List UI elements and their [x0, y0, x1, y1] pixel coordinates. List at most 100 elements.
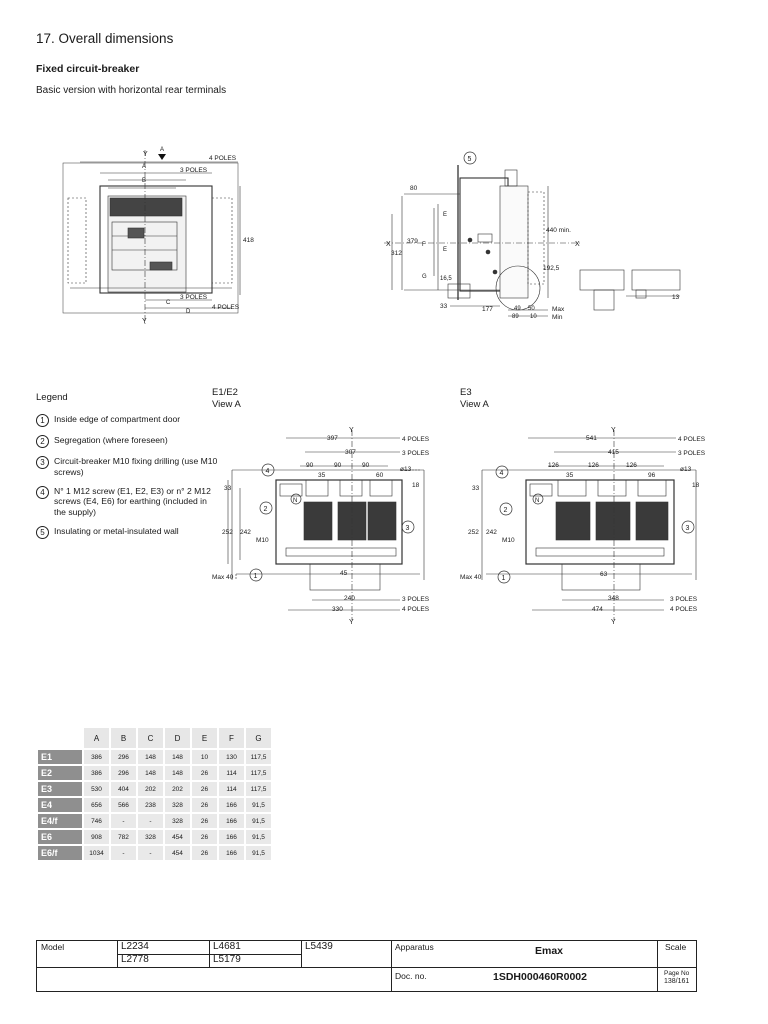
title-block: Model L2234 L2778 L4681 L5179 L5439 Appa… — [36, 940, 697, 992]
table-corner — [38, 728, 82, 748]
column-header: G — [246, 728, 271, 748]
table-cell: 148 — [138, 750, 163, 764]
e1e2-4poles-top: 4 POLES — [402, 436, 430, 443]
table-cell: 114 — [219, 766, 244, 780]
front-dim-a: A — [142, 164, 146, 170]
column-header: C — [138, 728, 163, 748]
e3-max40: Max 40 — [460, 574, 482, 581]
row-model-label: E2 — [38, 766, 82, 780]
legend-title: Legend — [36, 392, 68, 403]
column-header: D — [165, 728, 190, 748]
e3-y-bottom: Y — [611, 619, 616, 626]
side-dim-g: G — [422, 274, 427, 280]
table-cell: 26 — [192, 846, 217, 860]
page-number-value: 138/161 — [664, 978, 690, 985]
doc-number-label: Doc. no. — [395, 971, 427, 981]
e3-callout-2: 2 — [504, 507, 508, 514]
legend-number: 5 — [36, 525, 49, 539]
side-dim-f: F — [422, 242, 426, 248]
table-cell: 26 — [192, 830, 217, 844]
e1e2-dim-33: 33 — [224, 485, 232, 492]
front-dim-c: C — [166, 300, 171, 306]
e3-dim-35: 35 — [566, 472, 574, 479]
table-cell: - — [138, 814, 163, 828]
table-cell: 130 — [219, 750, 244, 764]
e3-dim-63: 63 — [600, 571, 608, 578]
e1e2-view-subheading: View A — [212, 399, 242, 410]
table-cell: 656 — [84, 798, 109, 812]
e3-view-subheading: View A — [460, 399, 490, 410]
table-cell: 530 — [84, 782, 109, 796]
side-callout-5: 5 — [468, 156, 472, 163]
front-4poles-bottom: 4 POLES — [212, 304, 240, 311]
side-dim-80: 80 — [410, 185, 418, 192]
column-header: B — [111, 728, 136, 748]
side-dim-e2: E — [443, 247, 447, 253]
e1e2-y-top: Y — [349, 427, 354, 434]
table-cell: 117,5 — [246, 782, 271, 796]
e1e2-3poles-bottom: 3 POLES — [402, 596, 430, 603]
e3-m10: M10 — [502, 537, 515, 544]
front-3poles-top: 3 POLES — [180, 167, 208, 174]
side-x-right: X — [575, 241, 580, 248]
e1e2-m10: M10 — [256, 537, 269, 544]
e3-view-heading: E3 — [460, 387, 472, 398]
table-cell: 746 — [84, 814, 109, 828]
legend-number: 4 — [36, 485, 49, 499]
e3-3poles-bottom: 3 POLES — [670, 596, 698, 603]
e3-y-top: Y — [611, 427, 616, 434]
table-cell: 386 — [84, 750, 109, 764]
table-cell: 148 — [138, 766, 163, 780]
table-cell: 91,5 — [246, 830, 271, 844]
model-code: L5179 — [213, 954, 241, 965]
table-cell: 26 — [192, 798, 217, 812]
e1e2-dim-18: 18 — [412, 482, 420, 489]
scale-label: Scale — [665, 942, 687, 952]
side-dim-89: 89 — [512, 314, 519, 320]
front-height: 418 — [243, 237, 254, 244]
front-4poles-top: 4 POLES — [209, 155, 237, 162]
e3-dim-126b: 126 — [588, 462, 599, 469]
e1e2-neutral-label: N — [293, 498, 297, 504]
e1e2-dim-35: 35 — [318, 472, 326, 479]
e3-dim-33: 33 — [472, 485, 480, 492]
legend-number: 2 — [36, 435, 49, 448]
e1e2-dim-330: 330 — [332, 606, 343, 613]
e1e2-view-heading: E1/E2 — [212, 387, 238, 398]
e1e2-dim-242: 242 — [240, 529, 251, 536]
column-header: F — [219, 728, 244, 748]
e3-dim-126c: 126 — [626, 462, 637, 469]
section-description: Basic version with horizontal rear termi… — [36, 85, 227, 96]
e1e2-4poles-bottom: 4 POLES — [402, 606, 430, 613]
e1e2-dim-60: 60 — [376, 472, 384, 479]
table-cell: 202 — [165, 782, 190, 796]
side-dim-192-5: 192,5 — [543, 265, 560, 272]
table-cell: - — [111, 814, 136, 828]
e1e2-dim-13: ø13 — [400, 466, 412, 473]
table-cell: 117,5 — [246, 766, 271, 780]
e3-4poles-top: 4 POLES — [678, 436, 706, 443]
table-cell: 386 — [84, 766, 109, 780]
page-title: 17. Overall dimensions — [36, 31, 174, 46]
e3-dim-252: 252 — [468, 529, 479, 536]
section-subtitle: Fixed circuit-breaker — [36, 63, 140, 75]
table-cell: 238 — [138, 798, 163, 812]
e1e2-dim-90b: 90 — [334, 462, 342, 469]
e3-dim-348: 348 — [608, 595, 619, 602]
table-cell: 166 — [219, 830, 244, 844]
table-cell: 148 — [165, 766, 190, 780]
table-cell: - — [138, 846, 163, 860]
table-cell: 26 — [192, 782, 217, 796]
table-cell: 166 — [219, 798, 244, 812]
model-code: L5439 — [305, 941, 333, 952]
apparatus-label: Apparatus — [395, 942, 434, 952]
